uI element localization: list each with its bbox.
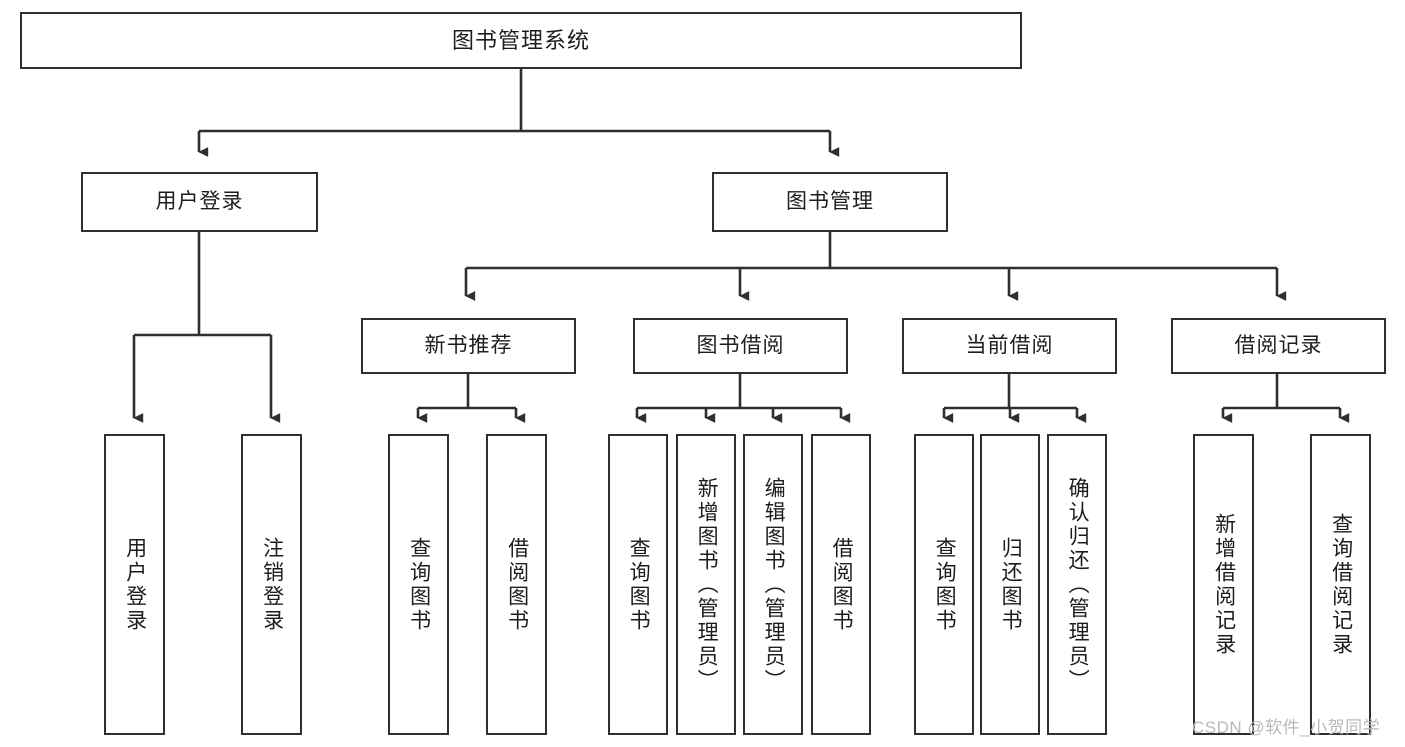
node-root-system[interactable]: 图书管理系统 [20, 12, 1022, 69]
leaf-borrow-borrow-book[interactable]: 借阅图书 [811, 434, 871, 735]
node-label: 图书借阅 [696, 333, 785, 357]
node-current-borrow[interactable]: 当前借阅 [902, 318, 1117, 374]
watermark-text: CSDN @软件_小贺同学 [1192, 718, 1381, 737]
node-label: 查询图书 [933, 536, 957, 633]
node-label: 借阅记录 [1234, 333, 1323, 357]
leaf-borrow-edit-book-admin[interactable]: 编辑图书（管理员） [743, 434, 803, 735]
node-borrow-record[interactable]: 借阅记录 [1171, 318, 1386, 374]
leaf-user-login-login[interactable]: 用户登录 [104, 434, 165, 735]
node-label: 注销登录 [260, 536, 284, 633]
leaf-borrow-query-book[interactable]: 查询图书 [608, 434, 668, 735]
node-user-login[interactable]: 用户登录 [81, 172, 318, 232]
node-label: 编辑图书（管理员） [762, 476, 786, 693]
node-label: 查询借阅记录 [1329, 512, 1353, 657]
node-label: 借阅图书 [505, 536, 529, 633]
node-label: 当前借阅 [965, 333, 1054, 357]
leaf-current-return-book[interactable]: 归还图书 [980, 434, 1040, 735]
node-new-book-recommend[interactable]: 新书推荐 [361, 318, 576, 374]
leaf-current-query-book[interactable]: 查询图书 [914, 434, 974, 735]
node-book-borrow[interactable]: 图书借阅 [633, 318, 848, 374]
node-label: 用户登录 [155, 189, 244, 213]
leaf-recommend-query-book[interactable]: 查询图书 [388, 434, 449, 735]
node-label: 借阅图书 [830, 536, 854, 633]
leaf-user-login-logout[interactable]: 注销登录 [241, 434, 302, 735]
node-label: 新书推荐 [424, 333, 513, 357]
node-label: 确认归还（管理员） [1066, 476, 1090, 693]
node-label: 归还图书 [999, 536, 1023, 633]
leaf-record-add-record[interactable]: 新增借阅记录 [1193, 434, 1254, 735]
leaf-record-query-record[interactable]: 查询借阅记录 [1310, 434, 1371, 735]
leaf-recommend-borrow-book[interactable]: 借阅图书 [486, 434, 547, 735]
leaf-current-confirm-return-admin[interactable]: 确认归还（管理员） [1047, 434, 1107, 735]
node-label: 查询图书 [627, 536, 651, 633]
leaf-borrow-add-book-admin[interactable]: 新增图书（管理员） [676, 434, 736, 735]
node-label: 用户登录 [123, 536, 147, 633]
node-label: 查询图书 [407, 536, 431, 633]
node-book-management[interactable]: 图书管理 [712, 172, 948, 232]
node-label: 新增图书（管理员） [695, 476, 719, 693]
node-label: 图书管理系统 [451, 27, 590, 53]
node-label: 图书管理 [786, 189, 874, 213]
node-label: 新增借阅记录 [1212, 512, 1236, 657]
